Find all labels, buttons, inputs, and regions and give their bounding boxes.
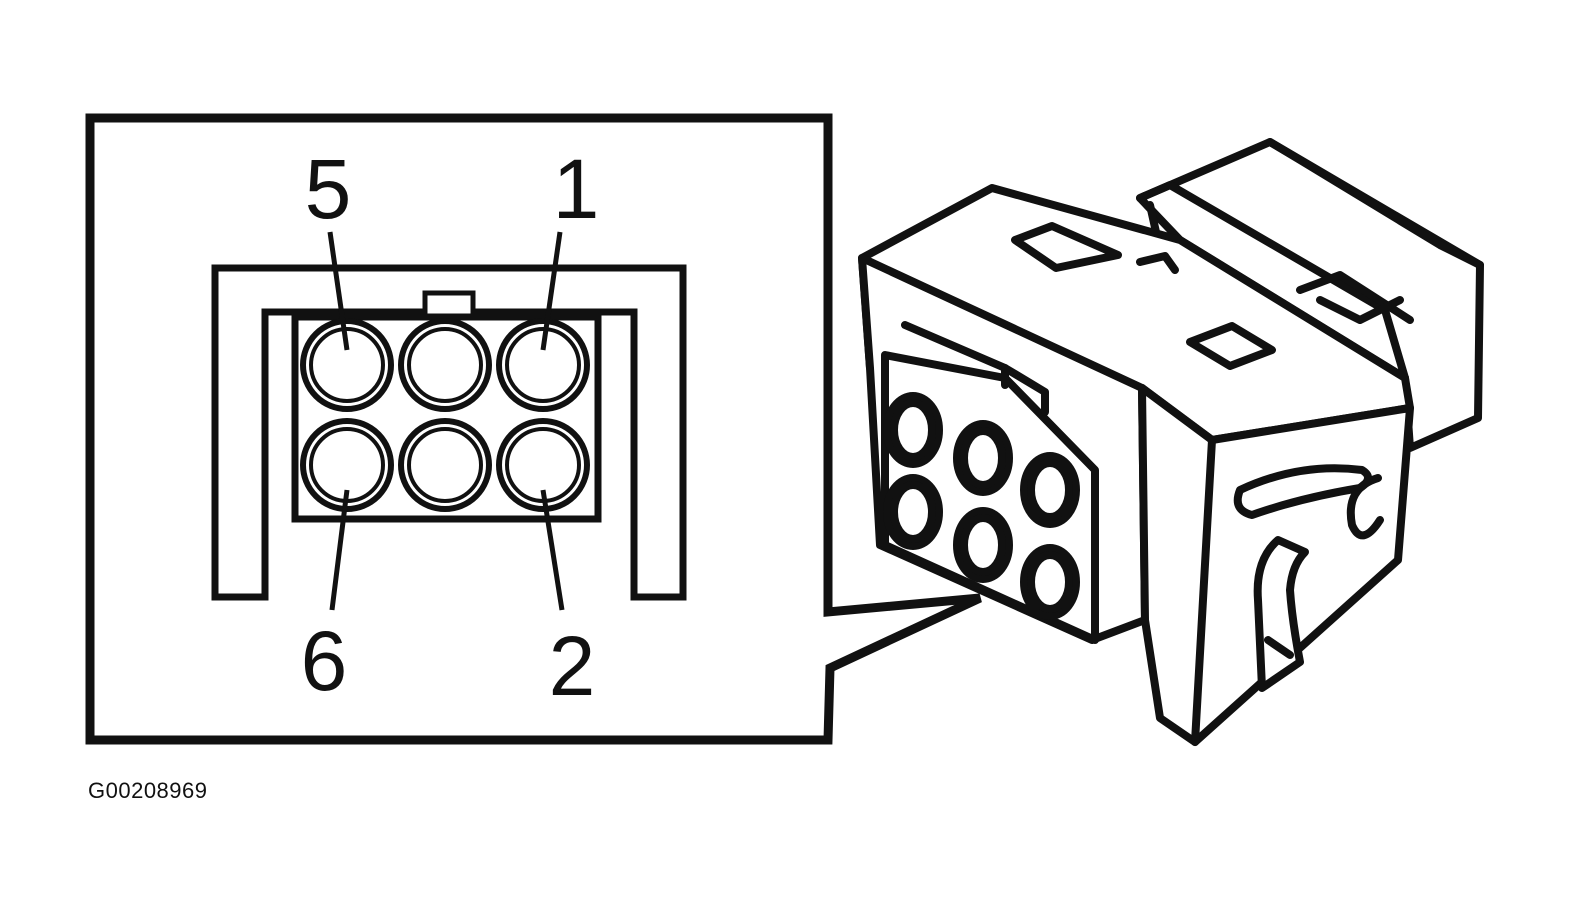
leader-line-pin-5 xyxy=(327,231,350,351)
pin-label-5: 5 xyxy=(305,142,352,236)
leader-line-pin-1 xyxy=(540,231,563,351)
cavity-bottom-middle xyxy=(398,418,492,512)
leader-line-pin-6 xyxy=(329,489,350,611)
pin-housing xyxy=(291,313,602,523)
flange-clip xyxy=(1253,536,1309,692)
flange-hook xyxy=(1346,474,1384,540)
cavity-top-middle xyxy=(398,318,492,412)
connector-shroud xyxy=(211,264,687,601)
pin-label-2: 2 xyxy=(549,619,596,713)
cavity-pin-5 xyxy=(300,318,394,412)
connector-3d-illustration xyxy=(858,138,1484,746)
leader-line-pin-2 xyxy=(540,489,565,611)
cavity-pin-1 xyxy=(496,318,590,412)
pin-label-6: 6 xyxy=(301,614,348,708)
figure-id: G00208969 xyxy=(88,778,208,803)
connector-face-detail: 5 1 6 2 xyxy=(211,142,687,713)
pin-label-1: 1 xyxy=(553,142,600,236)
